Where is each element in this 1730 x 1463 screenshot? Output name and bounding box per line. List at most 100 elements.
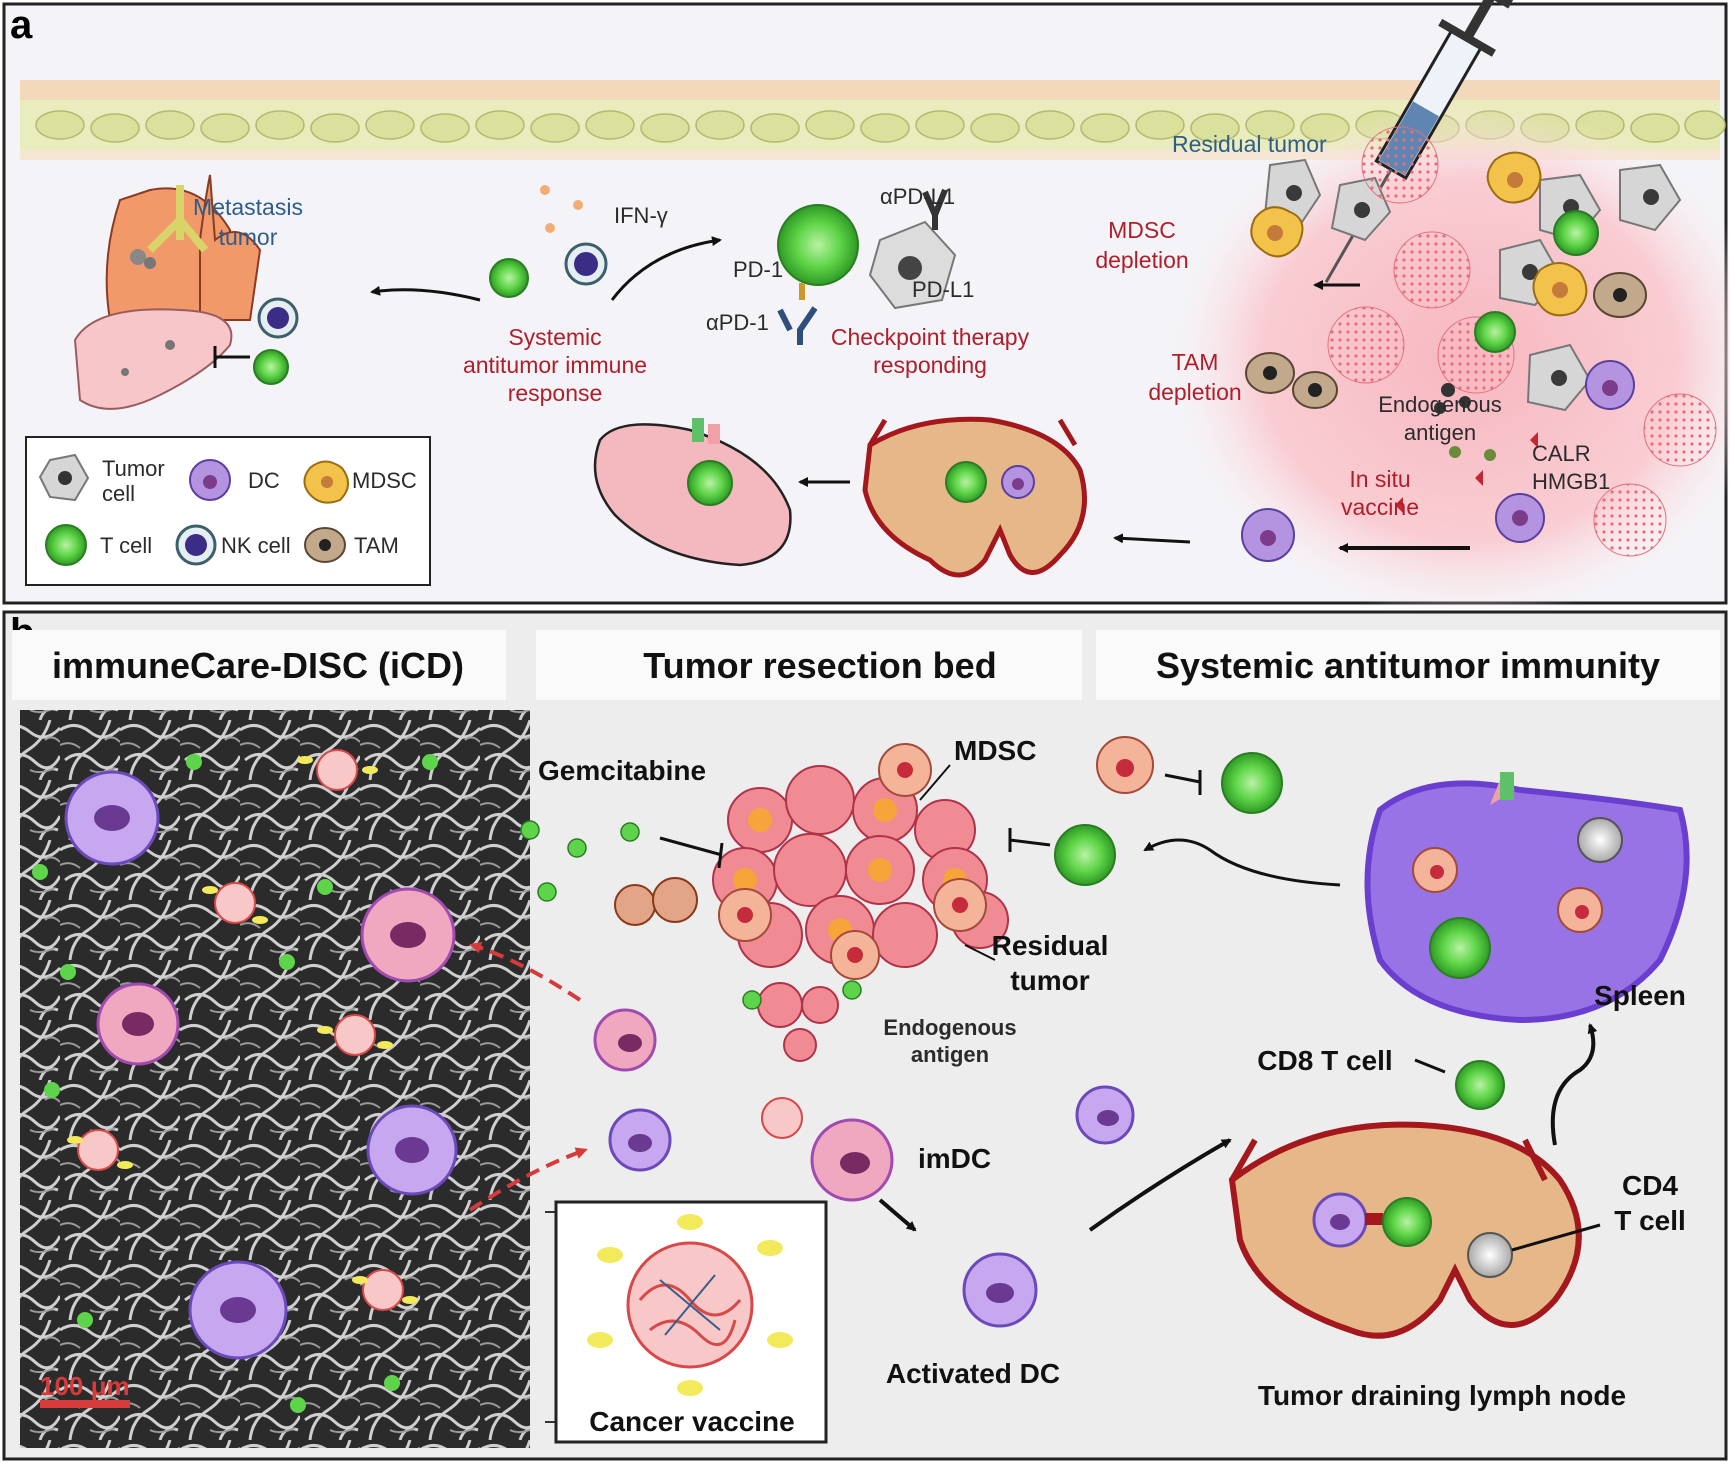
arrow-node-to-spleen-b xyxy=(1550,1023,1598,1146)
tam-depletion-label-2: depletion xyxy=(1148,379,1241,405)
endogenous-label-2: antigen xyxy=(911,1042,989,1067)
antibody-pd1 xyxy=(777,306,818,345)
sem-yellow-dots xyxy=(67,756,418,1304)
inhibit-symbol xyxy=(213,346,250,368)
checkpoint-label-1: Checkpoint therapy xyxy=(831,324,1030,350)
legend-tcell-swatch xyxy=(45,524,87,566)
panel-a-letter: a xyxy=(10,3,33,47)
mdsc-label: MDSC xyxy=(954,735,1036,766)
legend-tumor-label-1: Tumor xyxy=(102,456,165,481)
legend: Tumor cell DC MDSC T cell NK cell TAM xyxy=(25,436,431,586)
spleen-label: Spleen xyxy=(1594,980,1686,1011)
activated-dc xyxy=(962,1252,1038,1328)
hmgb1-label: HMGB1 xyxy=(1532,469,1610,494)
residual-label-1: Residual xyxy=(992,930,1109,961)
ifn-gamma-label: IFN-γ xyxy=(614,203,668,228)
lung-liver-illustration xyxy=(73,174,262,410)
metastasis-label-2: tumor xyxy=(219,224,278,250)
calr-triangles xyxy=(1395,432,1538,513)
endogenous-label-1: Endogenous xyxy=(1378,392,1502,417)
dc-floating xyxy=(1075,1085,1135,1145)
pd1-label: PD-1 xyxy=(733,257,783,282)
legend-dc-label: DC xyxy=(248,468,280,493)
insitu-label-1: In situ xyxy=(1349,466,1410,492)
apd1-label: αPD-1 xyxy=(706,310,769,335)
legend-nk-swatch xyxy=(175,524,217,566)
nk-cell xyxy=(564,242,608,286)
cd4-label-1: CD4 xyxy=(1622,1170,1678,1201)
vaccine-particle xyxy=(761,1097,803,1139)
tcell-inhibit-tumor xyxy=(1008,828,1051,852)
header-box-resection xyxy=(536,630,1082,700)
calr-label: CALR xyxy=(1532,441,1591,466)
mdsc-pointer xyxy=(919,764,951,801)
mdsc-depletion-label-2: depletion xyxy=(1095,247,1188,273)
legend-dc-swatch xyxy=(189,459,231,501)
tam-nuclei xyxy=(1263,288,1627,397)
header-icd: immuneCare-DISC (iCD) xyxy=(52,645,464,686)
legend-mdsc-swatch xyxy=(303,460,349,504)
cd8-label: CD8 T cell xyxy=(1257,1045,1392,1076)
t-cell-large xyxy=(777,204,859,286)
antigen-blebs xyxy=(757,982,839,1062)
lymph-node-large xyxy=(1228,1121,1582,1339)
cancer-vaccine-box xyxy=(554,1200,828,1444)
cd8-pointer xyxy=(1414,1058,1446,1074)
imdc-cell xyxy=(810,1118,894,1202)
arrow-to-checkpoint xyxy=(610,236,722,301)
residual-pointer xyxy=(964,944,996,961)
legend-tumor-swatch xyxy=(38,453,90,502)
checkpoint-label-2: responding xyxy=(873,352,987,378)
systemic-label-2: antitumor immune xyxy=(463,352,647,378)
t-cell-systemic-1 xyxy=(1221,752,1283,814)
t-cell xyxy=(489,258,529,298)
antigen-fragments xyxy=(1434,383,1496,461)
mdsc-inhibit-tcell xyxy=(1164,770,1202,795)
header-resection: Tumor resection bed xyxy=(643,645,996,686)
cd4-label-2: T cell xyxy=(1614,1205,1686,1236)
tumor-cell xyxy=(868,220,957,310)
dashed-arrow-right xyxy=(468,1147,588,1212)
spleen-small xyxy=(593,418,792,567)
t-cell-systemic-2 xyxy=(1054,824,1116,886)
tdln-label: Tumor draining lymph node xyxy=(1258,1380,1626,1411)
cancer-vaccine-label: Cancer vaccine xyxy=(589,1406,794,1437)
gemcitabine-dots xyxy=(520,820,640,902)
antigen-tcells xyxy=(742,980,862,1010)
t-cells-tumor xyxy=(1474,210,1599,353)
legend-tumor-label-2: cell xyxy=(102,481,135,506)
dc-tumor xyxy=(1241,360,1635,562)
mdsc-cells xyxy=(1250,151,1588,317)
metastasis-label-1: Metastasis xyxy=(193,194,303,220)
cd8-t-cell xyxy=(1455,1060,1505,1110)
tam-depletion-label-1: TAM xyxy=(1172,349,1219,375)
apoptotic-mdsc xyxy=(614,877,698,926)
residual-tumor-cluster xyxy=(712,743,1009,980)
header-box-icd xyxy=(12,630,506,700)
gemcitabine-label: Gemcitabine xyxy=(538,755,706,786)
arrow-dc-to-node-b xyxy=(1088,1138,1232,1232)
nk-cell xyxy=(257,297,299,339)
apd-l1-label: αPD-L1 xyxy=(880,184,955,209)
arrow-to-activated xyxy=(878,1198,917,1232)
endogenous-label-1: Endogenous xyxy=(883,1015,1016,1040)
systemic-label-3: response xyxy=(508,380,603,406)
legend-tcell-label: T cell xyxy=(100,533,152,558)
activated-dc-label: Activated DC xyxy=(886,1358,1060,1389)
cd4-pointer xyxy=(1511,1223,1601,1252)
zoom-connector xyxy=(545,1211,555,1423)
ifn-dots xyxy=(540,185,583,233)
nanoparticle-spheres xyxy=(1327,126,1717,557)
arrow-spleen-to-tcell xyxy=(1143,838,1341,887)
lymph-node-small xyxy=(862,416,1087,578)
arrow-dc-to-node xyxy=(1113,533,1191,544)
sem-vaccine-particles xyxy=(77,749,404,1311)
dc-pink xyxy=(593,1008,657,1072)
scale-bar: 100 μm xyxy=(40,1371,130,1408)
dashed-arrow-up xyxy=(469,941,582,1002)
header-box-systemic xyxy=(1096,630,1720,700)
antibody-pdl1 xyxy=(922,188,948,230)
arrow-to-metastasis xyxy=(370,285,481,302)
sem-green-dots xyxy=(32,754,438,1413)
